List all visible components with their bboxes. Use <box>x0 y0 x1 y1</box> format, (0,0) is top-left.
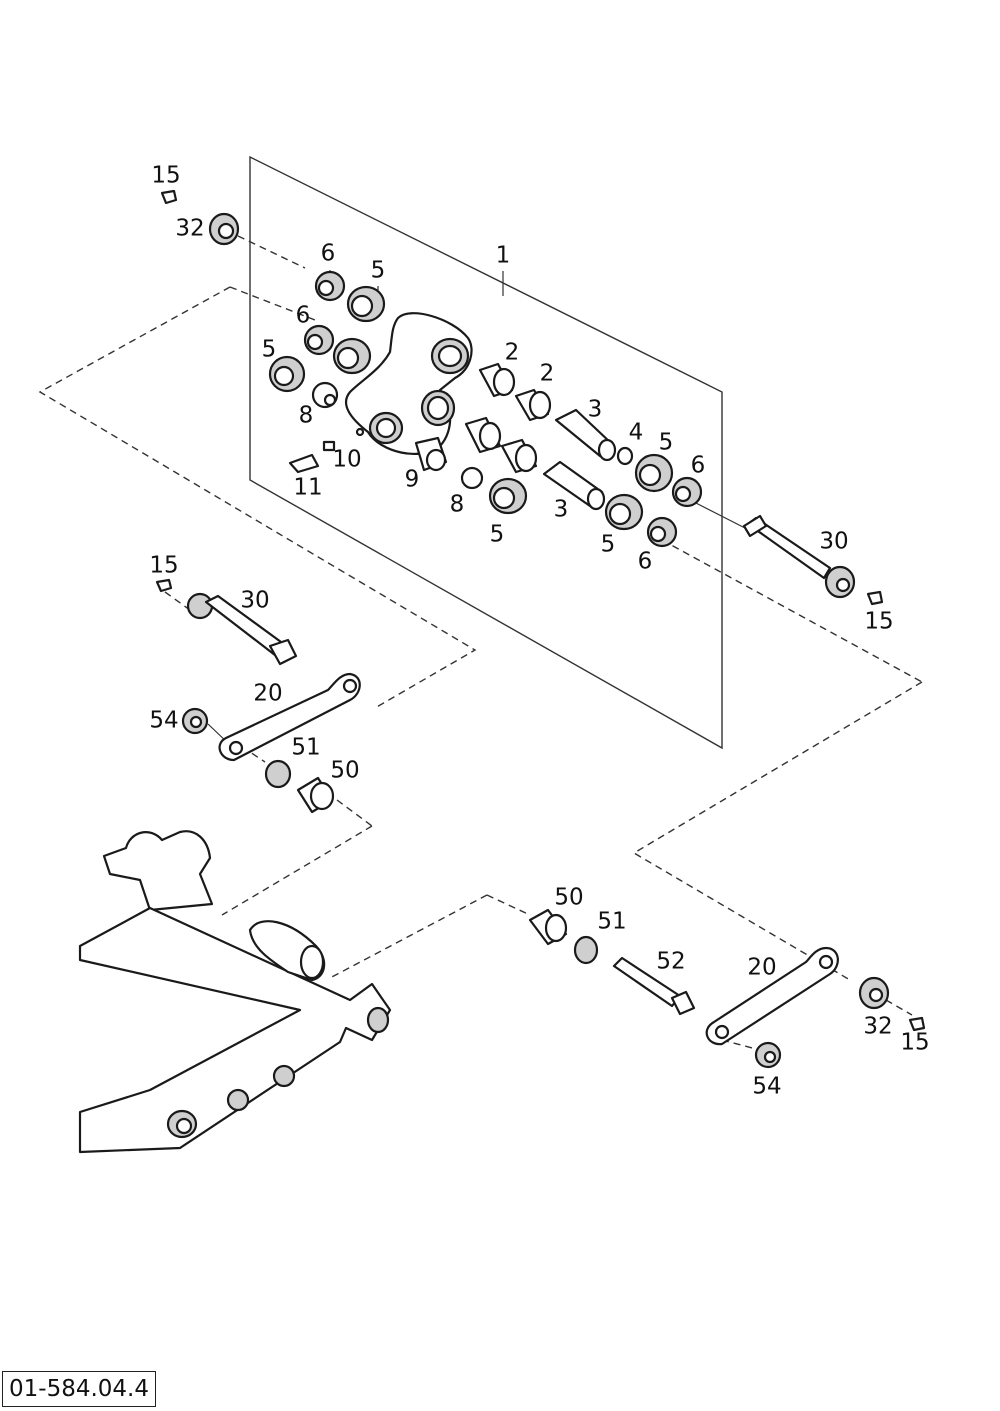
callout-l52: 52 <box>656 949 685 975</box>
swingarm-frame <box>78 830 392 1154</box>
assembly-frame <box>249 155 723 750</box>
callout-l9: 9 <box>405 467 420 493</box>
callout-l3a: 3 <box>588 397 603 423</box>
callout-l54a: 54 <box>149 708 178 734</box>
callout-l15d: 15 <box>900 1030 929 1056</box>
callout-l8b: 8 <box>450 492 465 518</box>
callout-l3b: 3 <box>554 497 569 523</box>
callout-l15a: 15 <box>151 163 180 189</box>
callout-l15b: 15 <box>864 609 893 635</box>
pivot-bolts <box>155 514 884 666</box>
diagram-code: 01-584.04.4 <box>2 1371 156 1407</box>
callout-l30a: 30 <box>819 529 848 555</box>
callout-l6d: 6 <box>638 549 653 575</box>
callout-l50a: 50 <box>330 758 359 784</box>
callout-l54b: 54 <box>752 1074 781 1100</box>
callout-l6b: 6 <box>296 303 311 329</box>
callout-l20a: 20 <box>253 681 282 707</box>
callout-l5d: 5 <box>490 522 505 548</box>
callout-l32b: 32 <box>863 1014 892 1040</box>
pivot-lever-part-1 <box>344 312 473 455</box>
upper-bearing-set <box>160 189 703 548</box>
callout-l6a: 6 <box>321 241 336 267</box>
callout-l4: 4 <box>629 420 644 446</box>
callout-l5c: 5 <box>659 430 674 456</box>
callout-l51a: 51 <box>291 735 320 761</box>
callout-l32a: 32 <box>175 216 204 242</box>
callout-l6c: 6 <box>691 453 706 479</box>
callout-l20b: 20 <box>747 955 776 981</box>
callout-l50b: 50 <box>554 885 583 911</box>
callout-l51b: 51 <box>597 909 626 935</box>
leader-lines <box>207 270 746 746</box>
callout-l10: 10 <box>332 447 361 473</box>
callout-l15c: 15 <box>149 553 178 579</box>
callout-l8a: 8 <box>299 403 314 429</box>
callout-l1: 1 <box>496 243 511 269</box>
callout-l2b: 2 <box>540 361 555 387</box>
callout-l11: 11 <box>293 475 322 501</box>
callout-l2a: 2 <box>505 340 520 366</box>
callout-l5a: 5 <box>371 258 386 284</box>
link-arms <box>181 672 926 1069</box>
callout-l5b: 5 <box>262 337 277 363</box>
callout-l30b: 30 <box>240 588 269 614</box>
callout-l5e: 5 <box>601 532 616 558</box>
